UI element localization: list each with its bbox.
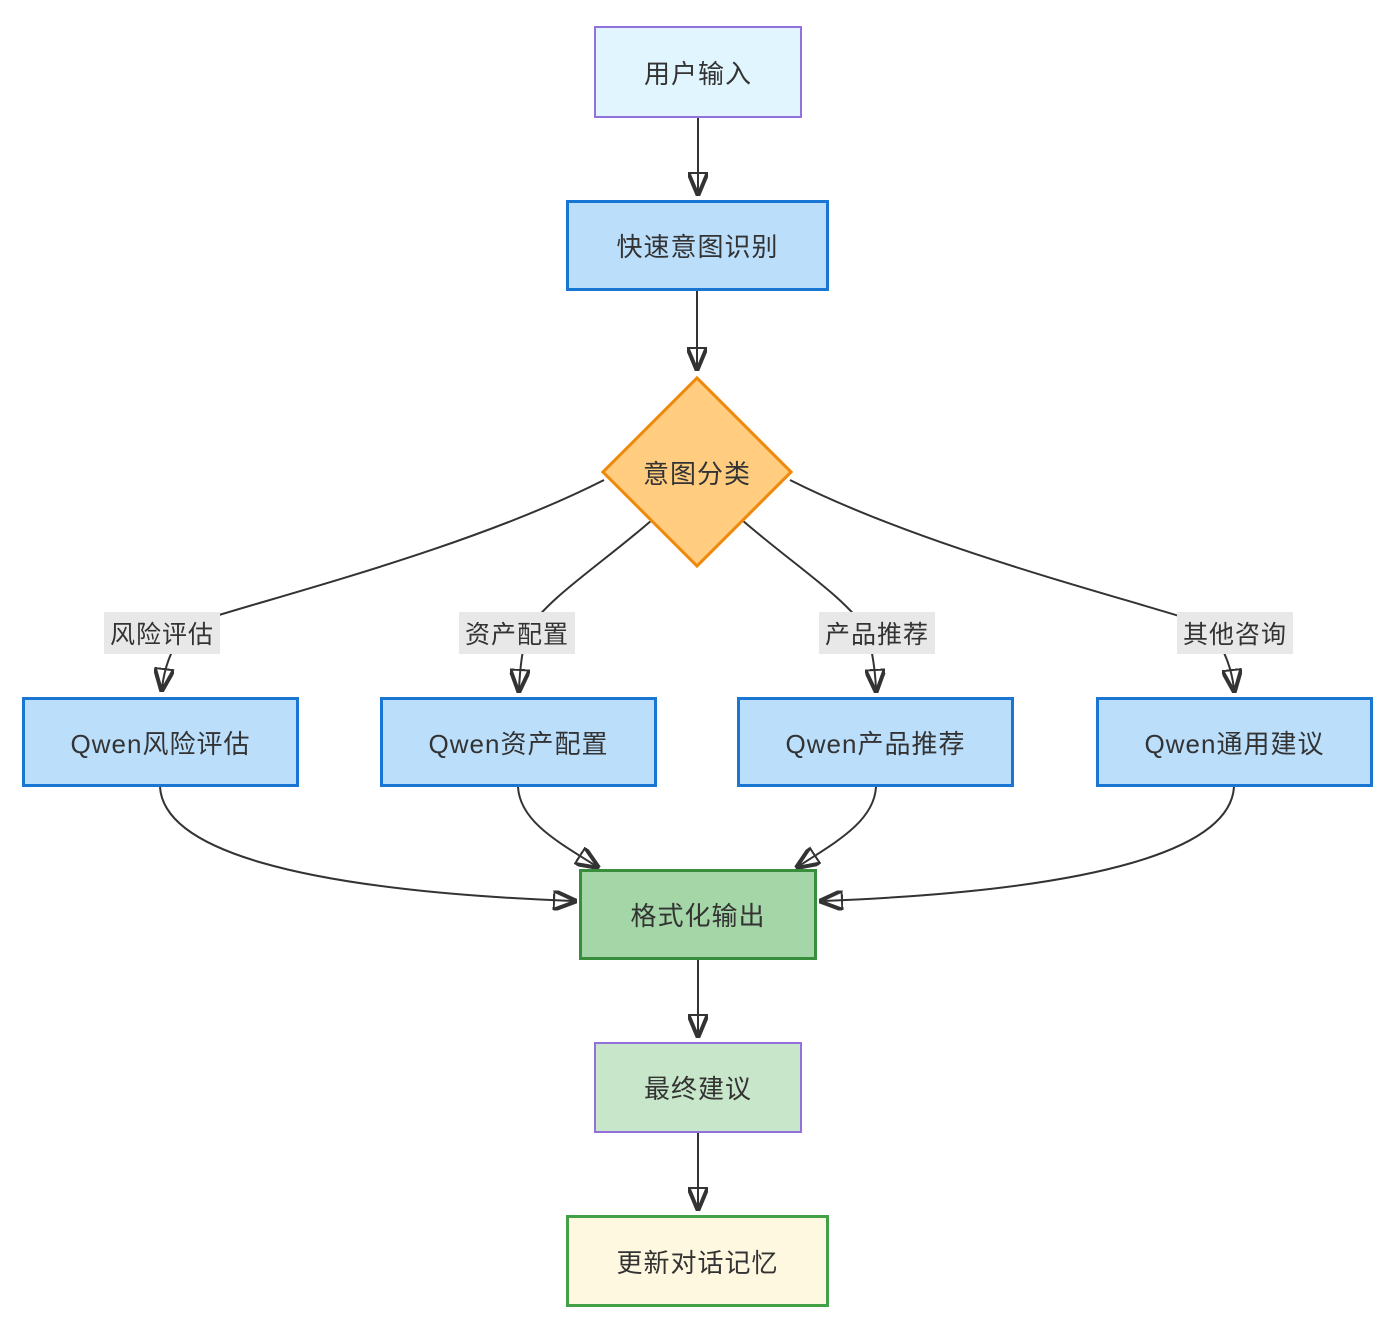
edge-qwen-asset-to-format-output bbox=[517, 786, 596, 866]
node-qwen-product: Qwen产品推荐 bbox=[737, 697, 1014, 787]
node-intent-recognition: 快速意图识别 bbox=[566, 200, 829, 291]
node-format-output-label: 格式化输出 bbox=[630, 901, 766, 931]
edge-classification-to-qwen-general bbox=[789, 479, 1234, 689]
node-final-advice-label: 最终建议 bbox=[643, 1074, 752, 1104]
node-intent-classification-label: 意图分类 bbox=[642, 458, 751, 489]
node-qwen-asset-label: Qwen资产配置 bbox=[428, 728, 609, 759]
node-qwen-risk: Qwen风险评估 bbox=[22, 697, 299, 787]
edge-qwen-product-to-format-output bbox=[799, 786, 877, 866]
edge-label-other: 其他咨询 bbox=[1176, 612, 1294, 654]
node-final-advice: 最终建议 bbox=[594, 1042, 802, 1133]
edge-qwen-general-to-format-output bbox=[823, 786, 1235, 901]
edge-classification-to-qwen-risk bbox=[162, 479, 605, 688]
node-update-memory-label: 更新对话记忆 bbox=[616, 1247, 779, 1278]
node-format-output: 格式化输出 bbox=[579, 869, 817, 960]
node-user-input: 用户输入 bbox=[594, 26, 802, 118]
edge-label-risk: 风险评估 bbox=[103, 612, 221, 654]
node-intent-classification: 意图分类 bbox=[600, 375, 794, 569]
node-qwen-general: Qwen通用建议 bbox=[1096, 697, 1373, 787]
node-qwen-product-label: Qwen产品推荐 bbox=[785, 728, 966, 759]
node-user-input-label: 用户输入 bbox=[643, 58, 752, 89]
node-qwen-asset: Qwen资产配置 bbox=[380, 697, 657, 787]
edge-qwen-risk-to-format-output bbox=[159, 786, 573, 901]
edge-label-product: 产品推荐 bbox=[818, 612, 936, 654]
edge-label-asset: 资产配置 bbox=[458, 612, 576, 654]
node-qwen-risk-label: Qwen风险评估 bbox=[70, 728, 251, 759]
node-intent-recognition-label: 快速意图识别 bbox=[616, 232, 779, 262]
node-update-memory: 更新对话记忆 bbox=[566, 1215, 829, 1307]
node-qwen-general-label: Qwen通用建议 bbox=[1144, 728, 1325, 759]
